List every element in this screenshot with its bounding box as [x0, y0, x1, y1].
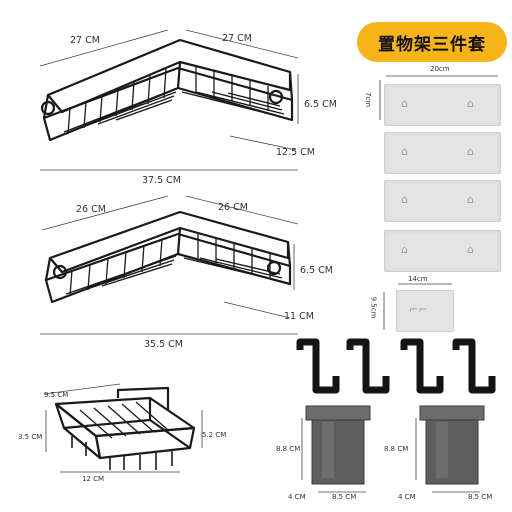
medium-corner-shelf — [44, 210, 292, 304]
pad-width-dim: 20cm — [430, 65, 450, 73]
medium-shelf-depth-dim: 11 CM — [284, 311, 314, 322]
large-shelf-width-dim: 37.5 CM — [142, 175, 182, 186]
soap-dish-bottom-dim: 12 CM — [82, 475, 105, 483]
medium-shelf-height-dim: 6.5 CM — [300, 265, 333, 276]
small-pad-width-dim: 14cm — [408, 275, 428, 283]
soap-dish-top-dim: 9.5 CM — [44, 391, 69, 399]
s-hooks — [296, 338, 496, 394]
title-badge: 置物架三件套 — [357, 22, 507, 62]
hook-mark-icon: ⌐⌐ — [409, 303, 428, 316]
hook-mark-icon: ⌂ — [401, 97, 408, 110]
large-corner-shelf — [40, 38, 294, 142]
small-pad-height-dim: 9.5cm — [369, 296, 378, 319]
hook-mark-icon: ⌂ — [467, 243, 474, 256]
pad-height-dim: 7cm — [364, 91, 373, 108]
large-shelf-top-left-dim: 27 CM — [70, 35, 100, 46]
adhesive-pad: ⌂ ⌂ — [384, 230, 501, 272]
adhesive-pad: ⌂ ⌂ — [384, 84, 501, 126]
cup1-width-dim: 8.5 CM — [332, 493, 357, 501]
adhesive-pad: ⌂ ⌂ — [384, 132, 501, 174]
large-shelf-top-right-dim: 27 CM — [222, 33, 252, 44]
hook-mark-icon: ⌂ — [467, 97, 474, 110]
cup2-depth-dim: 4 CM — [398, 493, 416, 501]
small-adhesive-pad: ⌐⌐ — [396, 290, 454, 332]
large-shelf-height-dim: 6.5 CM — [304, 99, 337, 110]
large-shelf-depth-dim: 12.5 CM — [276, 147, 316, 158]
hook-mark-icon: ⌂ — [401, 193, 408, 206]
hook-mark-icon: ⌂ — [467, 145, 474, 158]
soap-dish — [54, 386, 196, 470]
adhesive-pad: ⌂ ⌂ — [384, 180, 501, 222]
cup2-width-dim: 8.5 CM — [468, 493, 493, 501]
medium-shelf-width-dim: 35.5 CM — [144, 339, 184, 350]
medium-shelf-top-right-dim: 26 CM — [218, 202, 248, 213]
hook-mark-icon: ⌂ — [401, 145, 408, 158]
hook-mark-icon: ⌂ — [401, 243, 408, 256]
cup2-height-dim: 8.8 CM — [384, 445, 409, 453]
soap-dish-left-dim: 3.5 CM — [18, 433, 43, 441]
medium-shelf-top-left-dim: 26 CM — [76, 204, 106, 215]
soap-dish-right-dim: 5.2 CM — [202, 431, 227, 439]
storage-cups — [305, 405, 485, 485]
cup1-height-dim: 8.8 CM — [276, 445, 301, 453]
cup1-depth-dim: 4 CM — [288, 493, 306, 501]
hook-mark-icon: ⌂ — [467, 193, 474, 206]
